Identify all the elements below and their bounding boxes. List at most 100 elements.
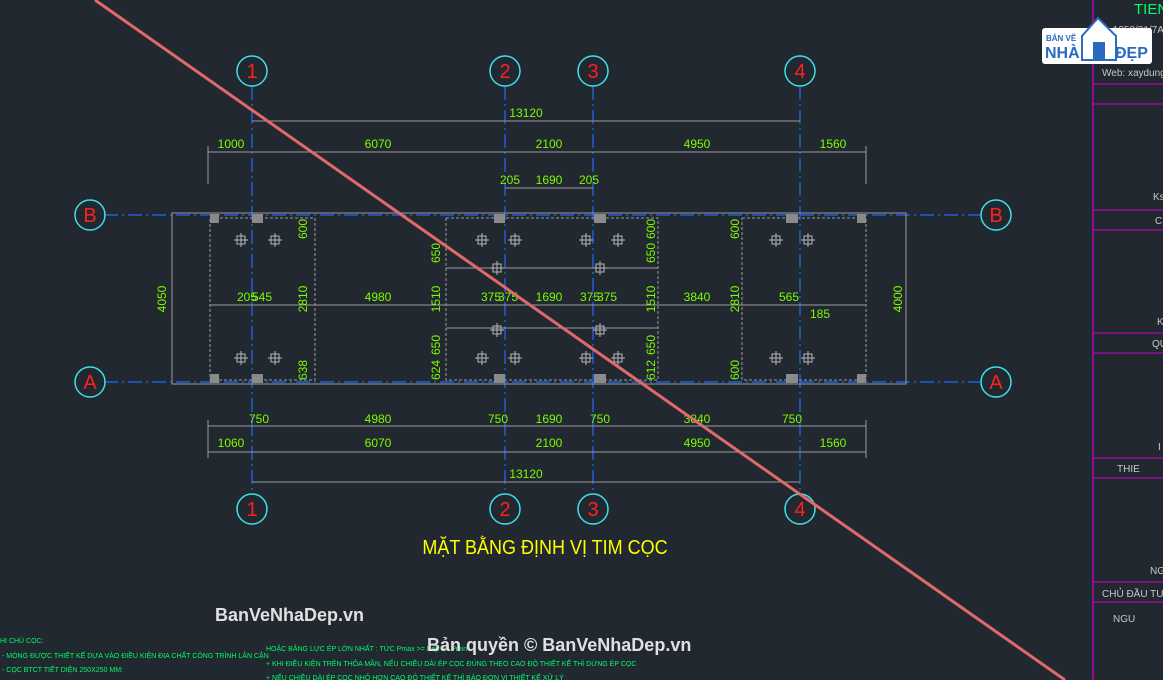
axis-bubble-a-right[interactable] [980, 366, 1012, 398]
pile-marker [593, 261, 607, 275]
dim-mid-375-a: 375 [481, 290, 501, 304]
axis-label-a-left: A [83, 372, 97, 394]
dim-mid-375-c: 375 [580, 290, 600, 304]
pile-symbols [234, 233, 815, 365]
pile-marker [268, 351, 282, 365]
axis-bubble-a-left[interactable] [74, 366, 106, 398]
axis-bubble-1-top[interactable] [236, 55, 268, 87]
logo-nha: NHÀ [1045, 43, 1080, 62]
notes: HI CHÚ CỌC: - MÓNG ĐƯỢC THIẾT KẾ DỰA VÀO… [0, 636, 636, 680]
note-left-1: HI CHÚ CỌC: [0, 636, 44, 645]
pile-marker [611, 351, 625, 365]
drawing-title: MẶT BẰNG ĐỊNH VỊ TIM CỌC [422, 536, 667, 559]
axis-bubble-2-top[interactable] [489, 55, 521, 87]
axis-label-2-top: 2 [499, 61, 510, 83]
axis-bubbles [74, 55, 1012, 525]
dim-mid-1690: 1690 [536, 290, 563, 304]
note-left-2: - MÓNG ĐƯỢC THIẾT KẾ DỰA VÀO ĐIỀU KIỆN Đ… [2, 650, 269, 660]
pile-marker [508, 233, 522, 247]
note-left-3: - CỌC BTCT TIẾT DIỆN 250X250 MM: [2, 664, 123, 674]
dim-top-small-3: 205 [579, 173, 599, 187]
dim-bot2-1: 1060 [218, 436, 245, 450]
axis-bubble-3-top[interactable] [577, 55, 609, 87]
dim-v-600-a: 600 [296, 219, 310, 239]
pile-marker [234, 233, 248, 247]
dim-top-2: 6070 [365, 137, 392, 151]
dimension-lines [171, 120, 907, 483]
dim-v-600-d: 600 [728, 360, 742, 380]
logo-dep: ĐẸP [1115, 45, 1148, 62]
dim-top-small-2: 1690 [536, 173, 563, 187]
column-markers [210, 214, 866, 383]
pile-marker [801, 233, 815, 247]
dim-bot2-5: 1560 [820, 436, 847, 450]
title-block-cell-ci: CI [1155, 216, 1163, 227]
dim-mid-565: 565 [779, 290, 799, 304]
title-block-cell-k: K [1157, 317, 1163, 328]
dim-mid-205: 205 [237, 290, 257, 304]
dim-v-650-c: 650 [644, 243, 658, 263]
axis-label-b-left: B [83, 205, 96, 227]
dim-mid-2810-right: 2810 [728, 285, 742, 312]
title-block-cell-i: I [1158, 442, 1161, 453]
axis-label-4-bottom: 4 [794, 499, 805, 521]
pile-marker [611, 233, 625, 247]
grid-lines [104, 86, 980, 492]
dim-top-3: 2100 [536, 137, 563, 151]
pile-marker [579, 351, 593, 365]
pile-marker [769, 233, 783, 247]
axis-label-1-top: 1 [246, 61, 257, 83]
dim-v-650-a: 650 [429, 243, 443, 263]
dim-v-650-b: 650 [429, 335, 443, 355]
dim-bot1-6: 3840 [684, 412, 711, 426]
axis-label-1-bottom: 1 [246, 499, 257, 521]
title-block-web: Web: xaydungtie [1102, 68, 1163, 79]
pile-marker [490, 261, 504, 275]
dim-v-624: 624 [429, 360, 443, 380]
axis-bubble-1-bottom[interactable] [236, 493, 268, 525]
dim-mid-185: 185 [810, 307, 830, 321]
axis-bubble-2-bottom[interactable] [489, 493, 521, 525]
pile-marker [769, 351, 783, 365]
dim-vert-left: 4050 [155, 285, 169, 312]
axis-bubble-3-bottom[interactable] [577, 493, 609, 525]
pile-marker [234, 351, 248, 365]
title-block-header: TIEN [1134, 1, 1163, 18]
dim-overall-top: 13120 [509, 106, 543, 120]
axis-label-4-top: 4 [794, 61, 805, 83]
dim-top-5: 1560 [820, 137, 847, 151]
dim-overall-bottom: 13120 [509, 467, 543, 481]
dim-mid-3840: 3840 [684, 290, 711, 304]
dim-mid-375-d: 375 [597, 290, 617, 304]
dim-v-600-b: 600 [644, 219, 658, 239]
axis-bubble-4-top[interactable] [784, 55, 816, 87]
axis-label-b-right: B [989, 205, 1002, 227]
pile-marker [268, 233, 282, 247]
note-right-3: + NẾU CHIỀU DÀI ÉP CỌC NHỎ HƠN CAO ĐỘ TH… [266, 672, 564, 680]
title-block-owner: CHỦ ĐẦU TƯ [1102, 587, 1163, 600]
watermark-left: BanVeNhaDep.vn [215, 605, 364, 625]
dim-bot2-3: 2100 [536, 436, 563, 450]
axis-label-2-bottom: 2 [499, 499, 510, 521]
dim-vert-right: 4000 [891, 285, 905, 312]
dim-bot2-4: 4950 [684, 436, 711, 450]
watermark-center: Bản quyền © BanVeNhaDep.vn [427, 635, 691, 655]
dim-bot1-3: 750 [488, 412, 508, 426]
axis-bubble-b-right[interactable] [980, 199, 1012, 231]
dim-v-638: 638 [296, 360, 310, 380]
dim-top-4: 4950 [684, 137, 711, 151]
pile-marker [593, 323, 607, 337]
title-block-cell-ks: Ks [1153, 192, 1163, 203]
dim-mid-4980: 4980 [365, 290, 392, 304]
axis-labels: 1 2 3 4 1 2 3 4 B A B A [83, 61, 1003, 521]
axis-label-3-top: 3 [587, 61, 598, 83]
title-block-cell-thie: THIE [1117, 464, 1140, 475]
axis-bubble-b-left[interactable] [74, 199, 106, 231]
dim-v-600-c: 600 [728, 219, 742, 239]
dim-mid-2810-left: 2810 [296, 285, 310, 312]
dim-mid-1510-right: 1510 [644, 285, 658, 312]
dim-bot1-5: 750 [590, 412, 610, 426]
dim-top-1: 1000 [218, 137, 245, 151]
logo-ban-ve: BẢN VẼ [1046, 34, 1077, 43]
